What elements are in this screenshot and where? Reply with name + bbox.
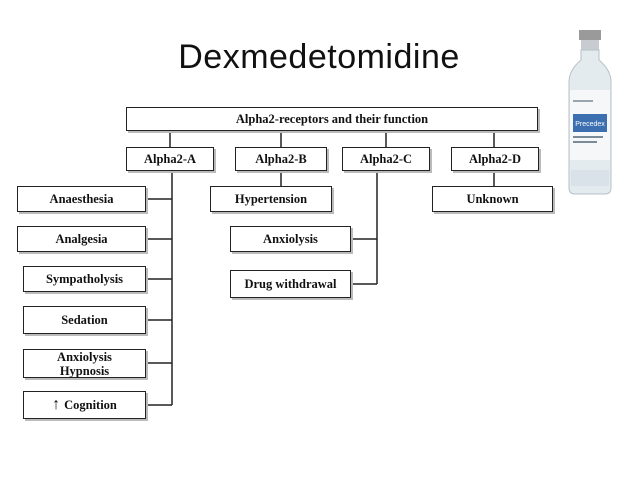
function-sedation: Sedation: [23, 306, 146, 334]
function-label: Hypertension: [234, 192, 308, 206]
function-label: Anxiolysis: [263, 232, 318, 246]
function-drug-withdrawal: Drug withdrawal: [230, 270, 351, 298]
function-label: Anxiolysis: [57, 349, 112, 364]
function-anaesthesia: Anaesthesia: [17, 186, 146, 212]
subtype-label: Alpha2-D: [468, 152, 522, 166]
function-label: Drug withdrawal: [244, 277, 337, 291]
function-hypertension: Hypertension: [210, 186, 332, 212]
subtype-label: Alpha2-B: [255, 152, 307, 166]
function-anxiolysis-hypnosis: Anxiolysis Hypnosis: [23, 349, 146, 378]
function-anxiolysis-c: Anxiolysis: [230, 226, 351, 252]
function-label: Cognition: [64, 398, 117, 412]
slide-title: Dexmedetomidine: [178, 38, 460, 76]
function-analgesia: Analgesia: [17, 226, 146, 252]
function-label: Hypnosis: [59, 363, 110, 378]
function-cognition: ↑ Cognition: [23, 391, 146, 419]
subtype-label: Alpha2-A: [143, 152, 197, 166]
subtype-alpha2-a: Alpha2-A: [126, 147, 214, 171]
subtype-alpha2-b: Alpha2-B: [235, 147, 327, 171]
up-arrow-icon: ↑: [52, 396, 61, 413]
subtype-alpha2-c: Alpha2-C: [342, 147, 430, 171]
vial-label: Precedex: [575, 121, 605, 128]
subtype-label: Alpha2-C: [359, 152, 413, 166]
function-unknown: Unknown: [432, 186, 553, 212]
root-node-label: Alpha2-receptors and their function: [235, 112, 429, 126]
drug-vial-image: Precedex: [568, 30, 612, 195]
function-label: Analgesia: [55, 232, 108, 246]
function-sympatholysis: Sympatholysis: [23, 266, 146, 292]
function-label: Anaesthesia: [49, 192, 114, 206]
root-node: Alpha2-receptors and their function: [126, 107, 538, 131]
subtype-alpha2-d: Alpha2-D: [451, 147, 539, 171]
function-label: Sympatholysis: [45, 272, 124, 286]
function-label: Sedation: [61, 313, 108, 327]
function-label: Unknown: [466, 192, 519, 206]
